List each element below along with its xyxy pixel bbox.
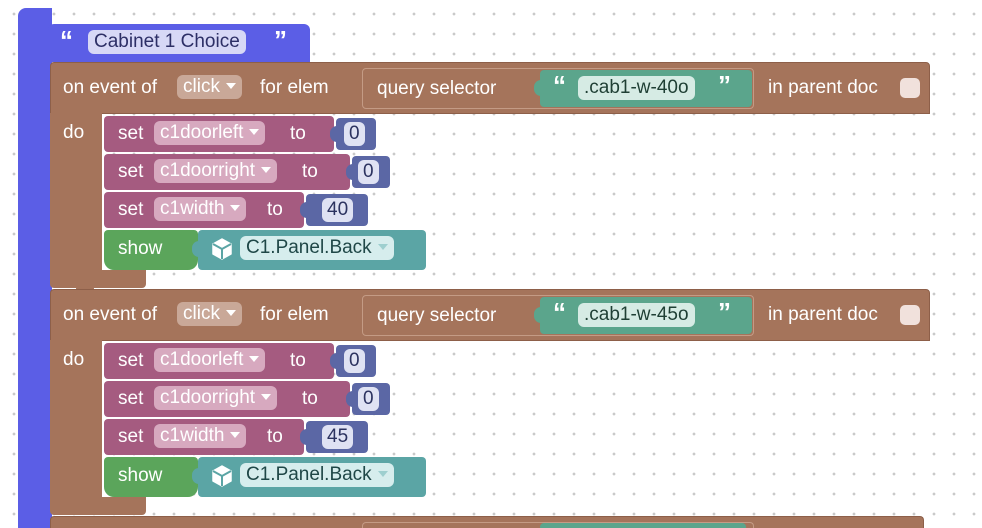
chevron-down-icon: [230, 431, 241, 438]
event-2-type-value: click: [183, 303, 220, 324]
number-connector: [300, 429, 307, 445]
event-2-query-label: query selector: [377, 305, 497, 326]
object-connector: [192, 468, 199, 484]
set-label: set: [118, 199, 144, 220]
to-label: to: [267, 426, 283, 447]
number-field[interactable]: 45: [322, 425, 354, 449]
variable-dropdown[interactable]: c1doorleft: [154, 121, 266, 145]
number-connector: [346, 391, 353, 407]
set-label: set: [118, 123, 144, 144]
object-dropdown[interactable]: C1.Panel.Back: [240, 463, 394, 487]
chevron-down-icon: [249, 128, 260, 135]
event-2-open-quote: “: [553, 297, 566, 327]
cube-icon: [212, 465, 232, 487]
event-block-1-footer: [50, 270, 146, 288]
number-connector: [330, 353, 337, 369]
variable-name: c1width: [160, 198, 225, 219]
set-label: set: [118, 426, 144, 447]
event-1-open-quote: “: [553, 70, 566, 100]
event-1-type-value: click: [183, 76, 220, 97]
chevron-down-icon: [225, 82, 236, 89]
event-1-parent-doc-label: in parent doc: [768, 77, 878, 98]
event-1-query-connector: [356, 80, 363, 96]
event-1-parent-doc-checkbox[interactable]: [900, 78, 920, 98]
to-label: to: [302, 388, 318, 409]
variable-name: c1width: [160, 425, 225, 446]
event-2-parent-doc-checkbox[interactable]: [900, 305, 920, 325]
set-label: set: [118, 388, 144, 409]
chevron-down-icon: [261, 166, 272, 173]
event-1-type-dropdown[interactable]: click: [177, 75, 242, 99]
event-2-parent-doc-label: in parent doc: [768, 304, 878, 325]
event-1-for-elem-label: for elem: [260, 77, 329, 98]
chevron-down-icon: [249, 355, 260, 362]
number-field[interactable]: 0: [344, 122, 365, 146]
variable-name: c1doorleft: [160, 349, 244, 370]
event-2-on-event-label: on event of: [63, 304, 158, 325]
object-name: C1.Panel.Back: [246, 237, 372, 258]
event-1-query-label: query selector: [377, 78, 497, 99]
object-connector: [192, 241, 199, 257]
variable-name: c1doorright: [160, 387, 256, 408]
chevron-down-icon: [225, 309, 236, 316]
chevron-down-icon: [377, 243, 388, 250]
to-label: to: [302, 161, 318, 182]
event-2-do-label: do: [63, 349, 85, 370]
event-block-1-spine: [50, 113, 102, 273]
event-2-query-connector: [356, 307, 363, 323]
variable-name: c1doorleft: [160, 122, 244, 143]
variable-dropdown[interactable]: c1doorleft: [154, 348, 266, 372]
variable-dropdown[interactable]: c1doorright: [154, 386, 278, 410]
chevron-down-icon: [377, 470, 388, 477]
object-name: C1.Panel.Back: [246, 464, 372, 485]
event-1-text-connector: [534, 80, 541, 96]
to-label: to: [290, 350, 306, 371]
number-field[interactable]: 0: [358, 160, 379, 184]
event-1-on-event-label: on event of: [63, 77, 158, 98]
event-2-text-connector: [534, 307, 541, 323]
variable-dropdown[interactable]: c1width: [154, 197, 247, 221]
number-field[interactable]: 40: [322, 198, 354, 222]
number-field[interactable]: 0: [358, 387, 379, 411]
show-block[interactable]: [104, 230, 198, 270]
set-label: set: [118, 350, 144, 371]
chevron-down-icon: [230, 204, 241, 211]
event-3-selector-text-block[interactable]: [540, 523, 746, 528]
event-block-2-spine: [50, 340, 102, 500]
to-label: to: [290, 123, 306, 144]
event-2-close-quote: ”: [718, 297, 731, 327]
variable-name: c1doorright: [160, 160, 256, 181]
container-title-field[interactable]: Cabinet 1 Choice: [88, 30, 246, 54]
chevron-down-icon: [261, 393, 272, 400]
event-block-2-footer: [50, 497, 146, 515]
variable-dropdown[interactable]: c1doorright: [154, 159, 278, 183]
cabinet-choice-container[interactable]: [18, 8, 52, 528]
number-connector: [300, 202, 307, 218]
number-connector: [330, 126, 337, 142]
show-block[interactable]: [104, 457, 198, 497]
event-1-selector-field[interactable]: .cab1-w-40o: [578, 76, 695, 100]
event-1-close-quote: ”: [718, 70, 731, 100]
number-field[interactable]: 0: [344, 349, 365, 373]
object-dropdown[interactable]: C1.Panel.Back: [240, 236, 394, 260]
container-close-quote: ”: [274, 25, 287, 55]
show-label: show: [118, 238, 163, 259]
event-2-type-dropdown[interactable]: click: [177, 302, 242, 326]
show-label: show: [118, 465, 163, 486]
event-1-do-label: do: [63, 122, 85, 143]
container-open-quote: “: [60, 25, 73, 55]
event-2-selector-field[interactable]: .cab1-w-45o: [578, 303, 695, 327]
cube-icon: [212, 238, 232, 260]
event-2-for-elem-label: for elem: [260, 304, 329, 325]
set-label: set: [118, 161, 144, 182]
number-connector: [346, 164, 353, 180]
to-label: to: [267, 199, 283, 220]
variable-dropdown[interactable]: c1width: [154, 424, 247, 448]
